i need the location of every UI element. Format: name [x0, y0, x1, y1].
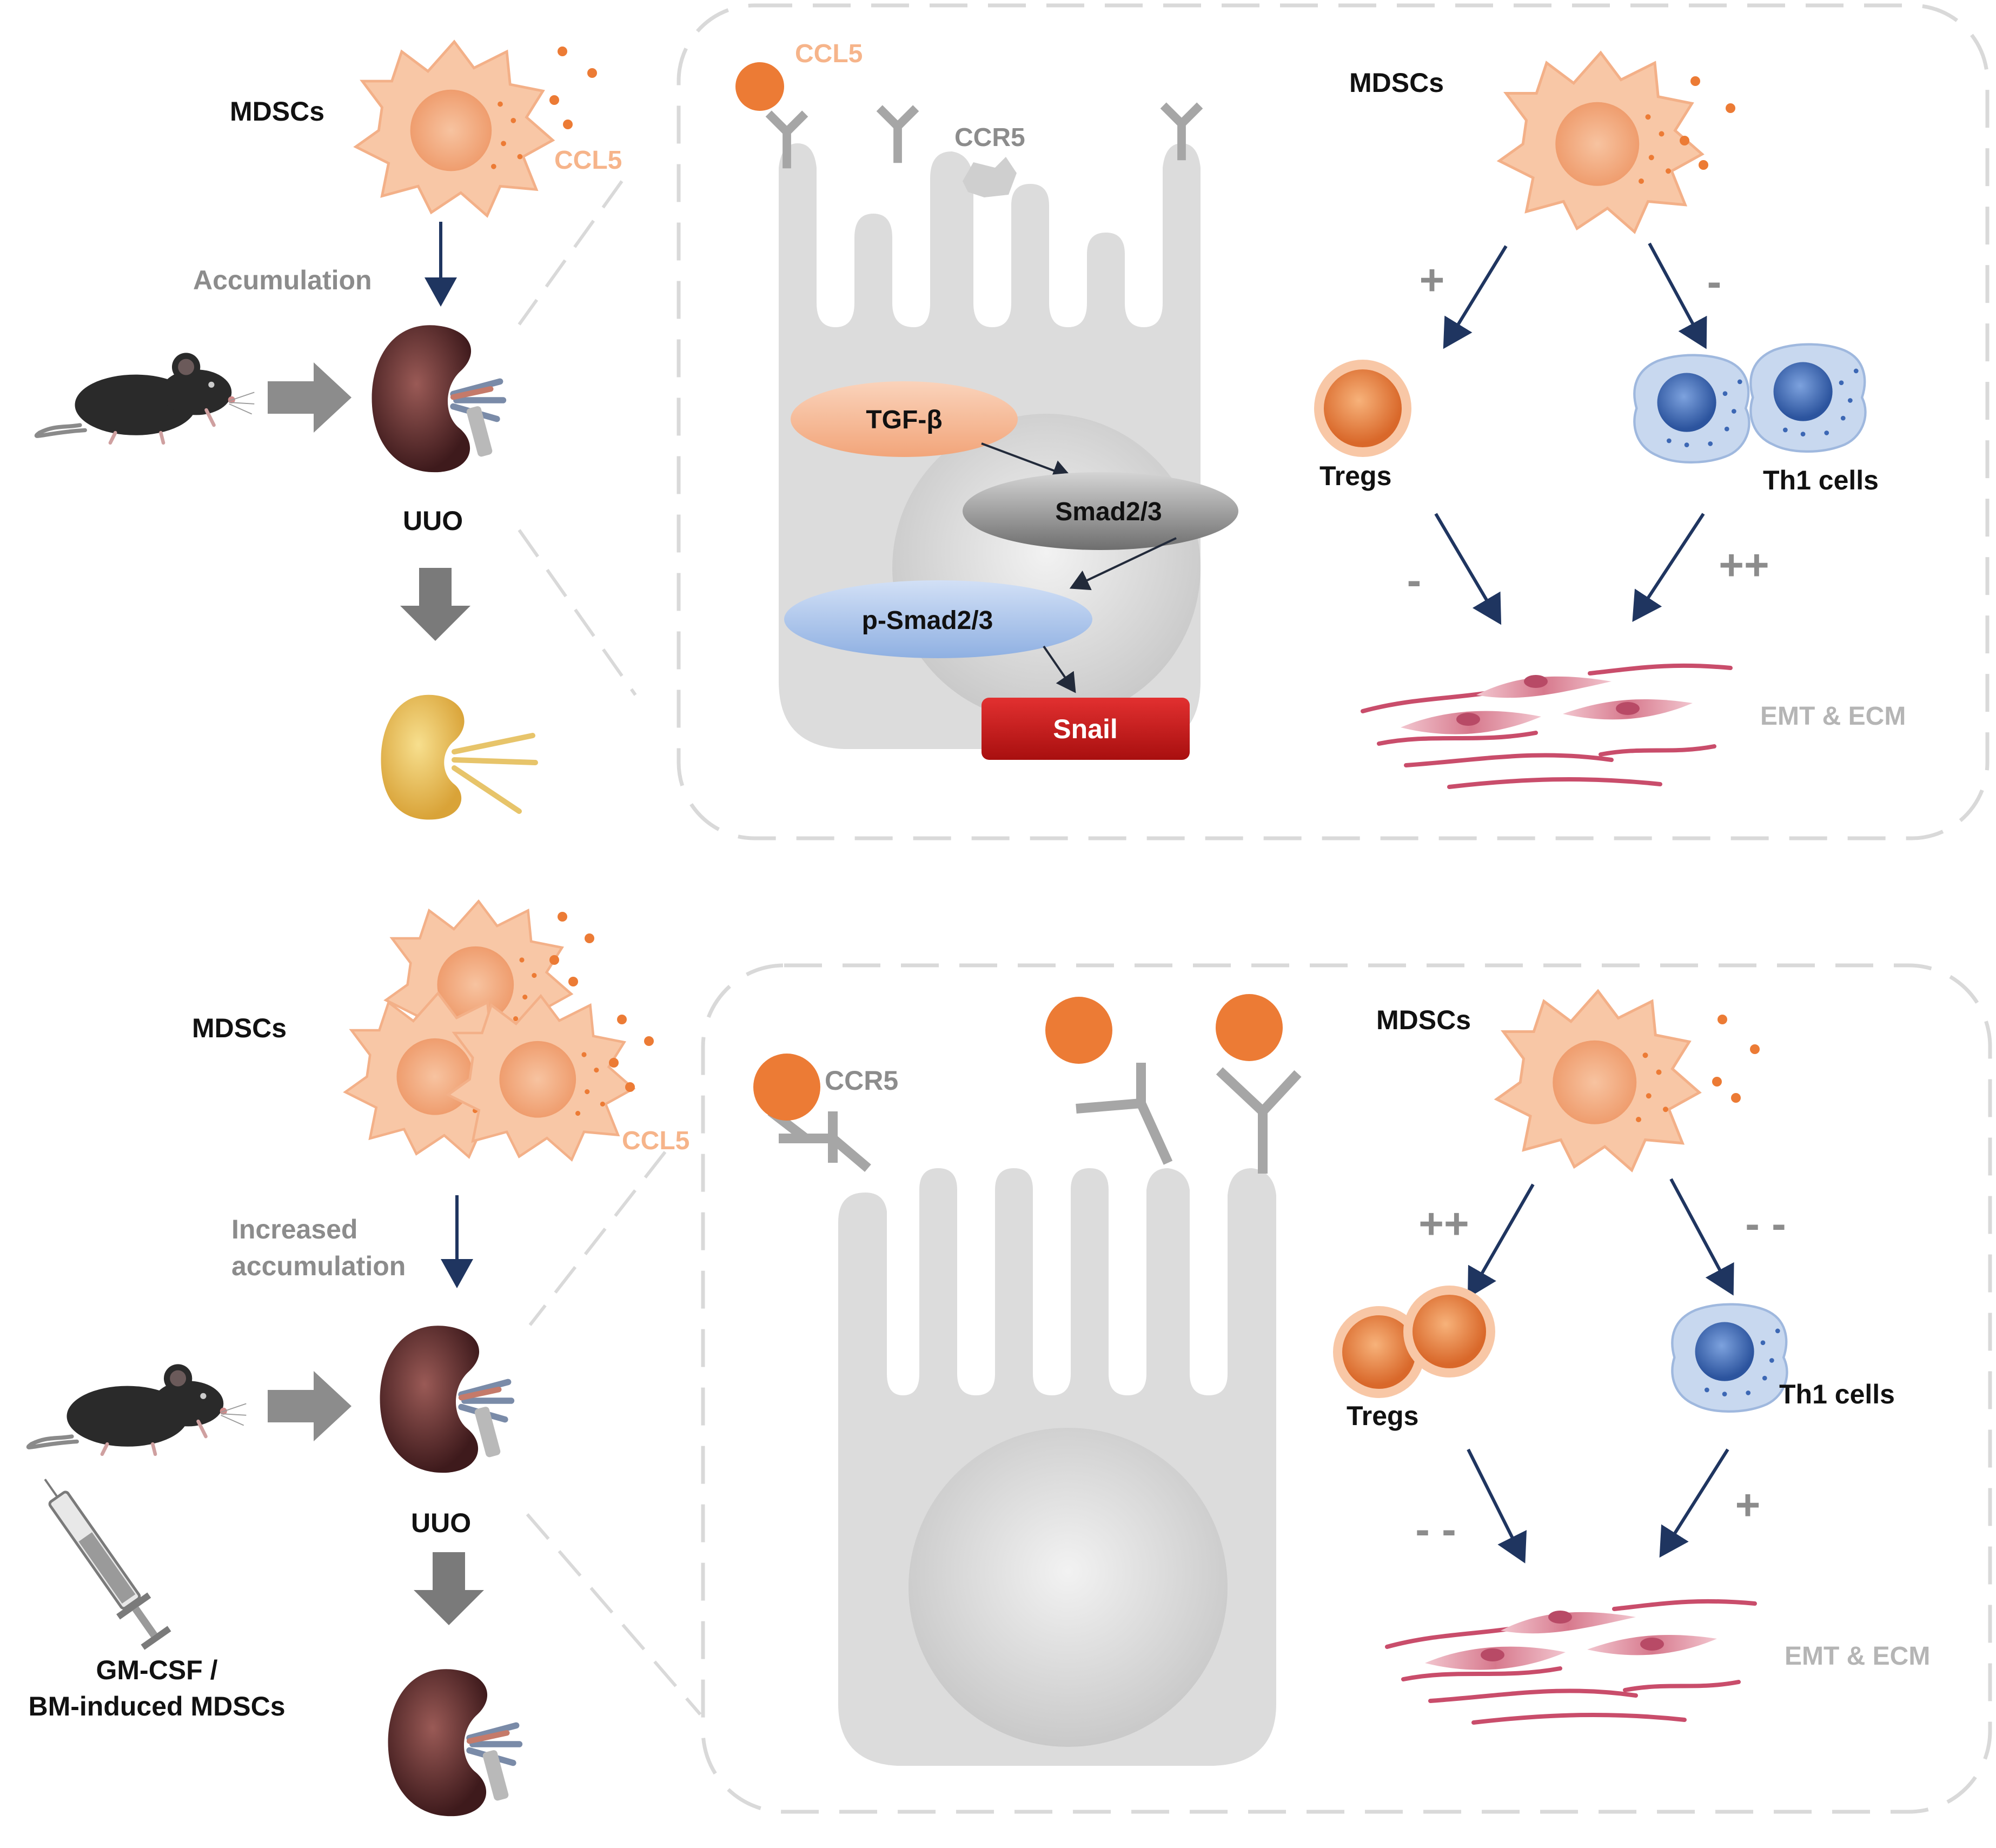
p-smad-label: p-Smad2/3 — [862, 606, 993, 635]
bottom-ccr5-label: CCR5 — [825, 1065, 898, 1096]
fibroblast-cluster-icon — [1363, 666, 1730, 787]
bottom-ccl5-label: CCL5 — [622, 1127, 689, 1155]
panel-mdsc-cell-icon — [1500, 53, 1702, 232]
bottom-panel-border — [701, 963, 1992, 1814]
bottom-panel-mdscs-label: MDSCs — [1376, 1005, 1471, 1035]
th1-label: Th1 cells — [1763, 465, 1879, 495]
kidney-icon — [372, 325, 503, 472]
ccl5-ligand-2 — [1045, 997, 1112, 1064]
th1-cell-icon-1 — [1634, 355, 1749, 462]
bottom-nucleus — [909, 1428, 1228, 1747]
bottom-th1-effect-sign: - - — [1745, 1200, 1786, 1248]
tgf-beta-label: TGF-β — [866, 406, 942, 434]
mouse-icon — [36, 353, 254, 442]
bottom-th1-to-emt-arrow — [1659, 1448, 1729, 1558]
top-ccl5-label: CCL5 — [554, 146, 622, 175]
th1-effect-sign: - — [1707, 257, 1722, 306]
accumulation-label-2: accumulation — [231, 1251, 406, 1281]
bottom-receptor-2 — [1076, 1063, 1173, 1165]
psmad-to-snail-arrow — [1043, 645, 1076, 693]
down-arrow-icon-2 — [414, 1552, 484, 1625]
tregs-label: Tregs — [1319, 461, 1391, 491]
mdsc-cell-icon — [356, 42, 553, 216]
bottom-mdsc-to-tregs-arrow — [1468, 1183, 1535, 1299]
injection-line2: BM-induced MDSCs — [29, 1691, 286, 1721]
th1-cell-icon-2 — [1750, 345, 1865, 452]
syringe-icon — [44, 1479, 171, 1650]
bottom-tregs-effect-sign: ++ — [1418, 1200, 1469, 1248]
top-mdscs-label: MDSCs — [230, 96, 324, 127]
kidney-icon-3 — [388, 1669, 520, 1816]
bottom-panel-ccl5-dots — [1712, 1015, 1760, 1103]
smad-label: Smad2/3 — [1055, 498, 1162, 526]
bottom-fibroblast-cluster-icon — [1387, 1601, 1755, 1723]
tregs-effect-sign: + — [1420, 256, 1445, 304]
bottom-detail-panel: CCR5 MDSCs ++ - - Tregs Th1 cells - - + … — [701, 963, 1992, 1814]
ccl5-dots — [549, 47, 597, 129]
injection-line1: GM-CSF / — [96, 1655, 218, 1685]
bottom-treg-cells-icon — [1333, 1286, 1495, 1398]
top-detail-panel: CCL5 CCR5 TGF-β Smad2/3 p-Smad2/3 Snail … — [677, 3, 1990, 840]
smad-to-psmad-arrow — [1069, 537, 1177, 591]
top-nucleus — [892, 414, 1201, 722]
bottom-ccl5-dots — [549, 912, 654, 1092]
down-arrow-icon — [400, 568, 470, 641]
mdsc-to-tregs-arrow — [1443, 245, 1508, 349]
right-arrow-icon-2 — [268, 1371, 352, 1441]
p-smad-node — [784, 580, 1092, 658]
emt-ecm-label: EMT & ECM — [1760, 702, 1906, 731]
top-uuo-label: UUO — [403, 506, 463, 536]
cell-debris-shape — [963, 157, 1017, 197]
bottom-tregs-to-emt-sign: - - — [1415, 1505, 1456, 1553]
mdsc-to-th1-arrow — [1648, 242, 1707, 349]
ccl5-ligand-1 — [753, 1054, 820, 1121]
top-left-column: MDSCs CCL5 Accumulation UUO — [36, 42, 637, 820]
zoom-line-lower-2 — [526, 1513, 702, 1715]
snail-label: Snail — [1053, 714, 1117, 744]
smad-node — [963, 472, 1238, 550]
bottom-th1-to-emt-sign: + — [1735, 1481, 1761, 1529]
increased-label: Increased — [231, 1214, 357, 1244]
bottom-panel-mdsc-cell-icon — [1497, 991, 1700, 1170]
bottom-mdsc-to-th1-arrow — [1669, 1178, 1734, 1296]
zoom-line-lower — [518, 529, 637, 696]
snail-node — [982, 698, 1190, 760]
bottom-receptor-3 — [1216, 1067, 1302, 1174]
bottom-receptor-1 — [767, 1107, 871, 1172]
tregs-to-emt-sign: - — [1407, 556, 1422, 604]
panel-ccl5-dots — [1680, 76, 1735, 170]
tgf-beta-node — [791, 381, 1018, 457]
th1-to-emt-sign: ++ — [1719, 541, 1769, 589]
ccl5-ligand-3 — [1216, 994, 1283, 1061]
zoom-line-upper — [518, 180, 624, 326]
panel-ccr5-label: CCR5 — [954, 123, 1025, 152]
tgf-to-smad-arrow — [981, 442, 1072, 481]
kidney-icon-2 — [380, 1326, 512, 1473]
right-arrow-icon — [268, 362, 352, 433]
yellow-kidney-icon — [381, 694, 538, 820]
bottom-th1-label: Th1 cells — [1779, 1379, 1895, 1409]
th1-to-emt-arrow — [1632, 513, 1705, 622]
accumulation-label: Accumulation — [193, 265, 372, 295]
ccr5-receptor-2 — [879, 108, 916, 163]
panel-mdscs-label: MDSCs — [1349, 68, 1444, 98]
top-panel-border — [677, 3, 1990, 840]
bottom-tregs-to-emt-arrow — [1467, 1448, 1527, 1564]
ccl5-ligand — [735, 62, 784, 111]
tregs-to-emt-arrow — [1434, 513, 1502, 625]
zoom-line-upper-2 — [528, 1151, 667, 1326]
bottom-left-column: MDSCs CCL5 Increased accumulation UUO GM… — [28, 901, 702, 1816]
bottom-tregs-label: Tregs — [1347, 1401, 1418, 1431]
treg-cell-icon — [1314, 360, 1411, 457]
bottom-emt-ecm-label: EMT & ECM — [1785, 1642, 1930, 1671]
panel-ccl5-label: CCL5 — [795, 39, 863, 68]
bottom-mdscs-label: MDSCs — [192, 1013, 287, 1043]
bottom-th1-cell-icon — [1672, 1304, 1787, 1412]
mouse-icon-2 — [28, 1364, 246, 1454]
bottom-uuo-label: UUO — [411, 1508, 471, 1538]
